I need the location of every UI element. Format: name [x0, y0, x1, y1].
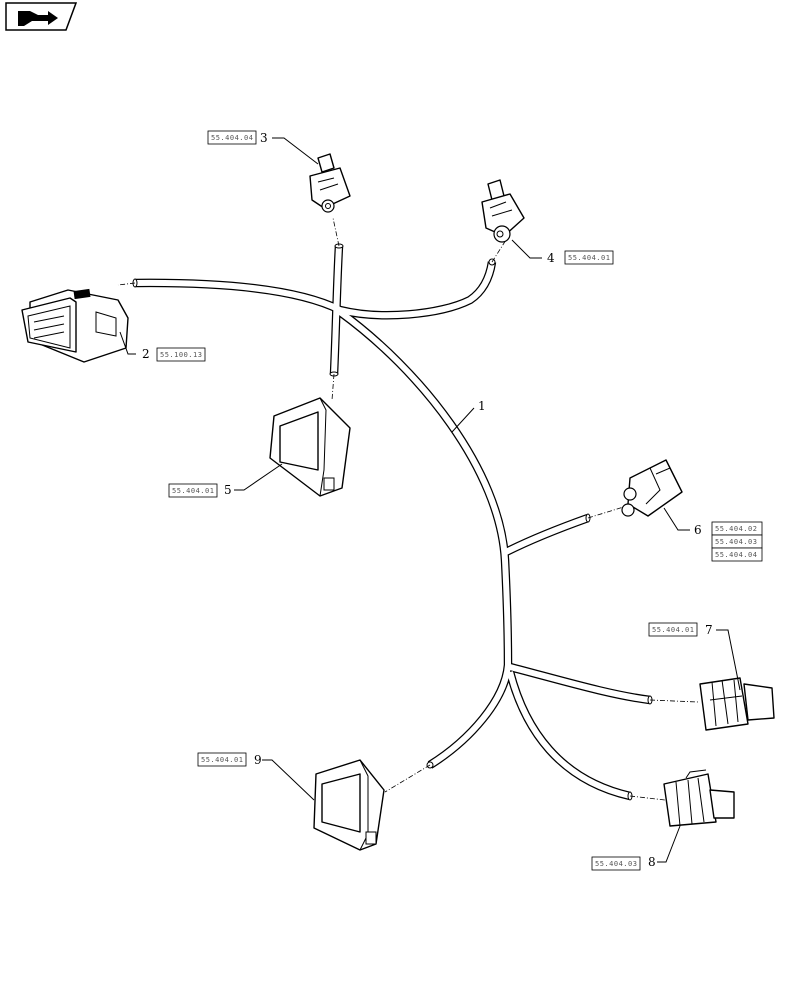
callout-5: 5: [224, 483, 232, 497]
callout-2: 2: [142, 347, 150, 361]
connector-6: [621, 459, 683, 517]
connector-2: [21, 288, 129, 363]
connector-4: [481, 179, 525, 243]
connector-8: [663, 769, 735, 827]
ref-box-4[interactable]: 55.404.01: [564, 250, 614, 265]
ref-box-5[interactable]: 55.404.01: [168, 483, 218, 498]
callout-3: 3: [260, 131, 268, 145]
nav-arrow-icon[interactable]: [5, 2, 78, 31]
connection-lines: [117, 217, 699, 801]
svg-text:55.404.03: 55.404.03: [595, 860, 637, 868]
ref-box-2[interactable]: 55.100.13: [156, 347, 206, 362]
module-9: [313, 759, 385, 851]
ref-box-8[interactable]: 55.404.03: [591, 856, 641, 871]
ref-box-3[interactable]: 55.404.04: [207, 130, 257, 145]
callout-7: 7: [705, 623, 713, 637]
ref-box-9[interactable]: 55.404.01: [197, 752, 247, 767]
svg-text:55.404.01: 55.404.01: [172, 487, 214, 495]
connector-7: [699, 677, 775, 731]
callout-4: 4: [547, 251, 555, 265]
callout-1: 1: [478, 399, 486, 413]
svg-text:55.404.01: 55.404.01: [652, 626, 694, 634]
callout-6: 6: [694, 523, 702, 537]
callout-9: 9: [254, 753, 262, 767]
svg-text:55.404.04: 55.404.04: [211, 134, 253, 142]
ref-box-7[interactable]: 55.404.01: [648, 622, 698, 637]
svg-text:55.404.04: 55.404.04: [715, 551, 757, 559]
connector-3: [309, 153, 351, 213]
svg-text:55.100.13: 55.100.13: [160, 351, 202, 359]
wire-harness: [132, 243, 653, 801]
leader-lines: [119, 137, 741, 863]
module-5: [269, 397, 351, 497]
svg-text:55.404.01: 55.404.01: [568, 254, 610, 262]
ref-box-6[interactable]: 55.404.02 55.404.03 55.404.04: [711, 521, 763, 562]
callout-8: 8: [648, 855, 656, 869]
svg-text:55.404.03: 55.404.03: [715, 538, 757, 546]
svg-text:55.404.01: 55.404.01: [201, 756, 243, 764]
svg-text:55.404.02: 55.404.02: [715, 525, 757, 533]
